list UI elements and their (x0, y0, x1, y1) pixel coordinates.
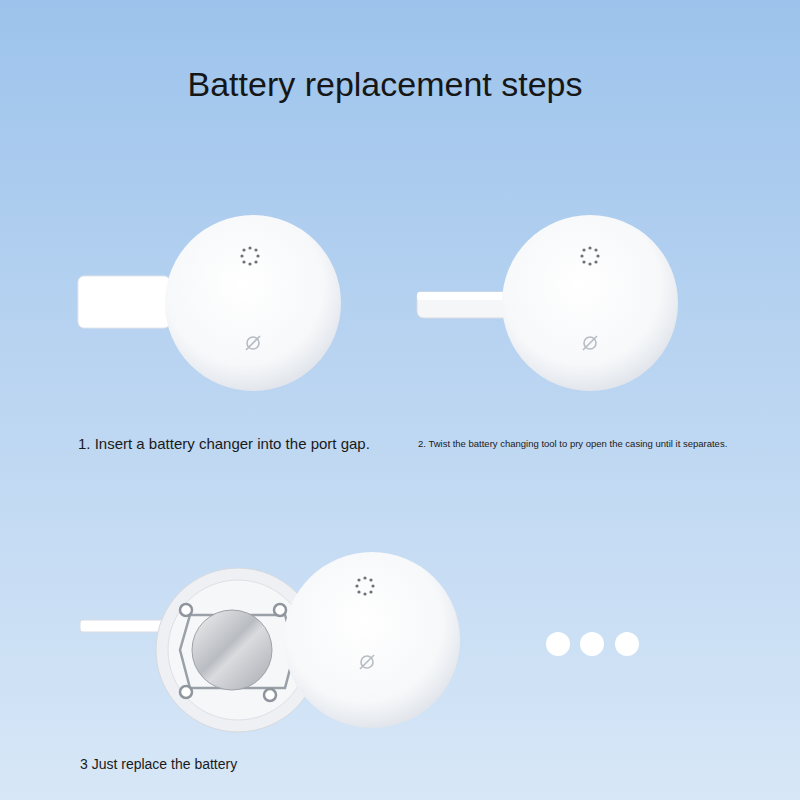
coin-battery (192, 610, 272, 690)
battery-tool (78, 276, 170, 328)
step-caption: 1. Insert a battery changer into the por… (78, 434, 408, 454)
sensor-shell (502, 215, 678, 391)
step-caption: 3 Just replace the battery (80, 755, 410, 773)
step-caption: 2. Twist the battery changing tool to pr… (418, 438, 793, 450)
page-title: Battery replacement steps (0, 62, 770, 106)
speaker-holes (580, 246, 599, 265)
screw-holes (180, 604, 286, 701)
step-two-figure (417, 215, 678, 391)
sensor-shell (165, 215, 341, 391)
battery-tool (417, 292, 505, 318)
sensor-shell (284, 552, 460, 728)
more-dots (546, 632, 639, 656)
step-three-figure (80, 552, 460, 732)
speaker-holes (240, 246, 259, 265)
speaker-holes (355, 576, 374, 595)
logo-mark (246, 336, 260, 350)
logo-mark (360, 655, 374, 669)
step-one-figure (78, 215, 341, 391)
logo-mark (583, 336, 597, 350)
